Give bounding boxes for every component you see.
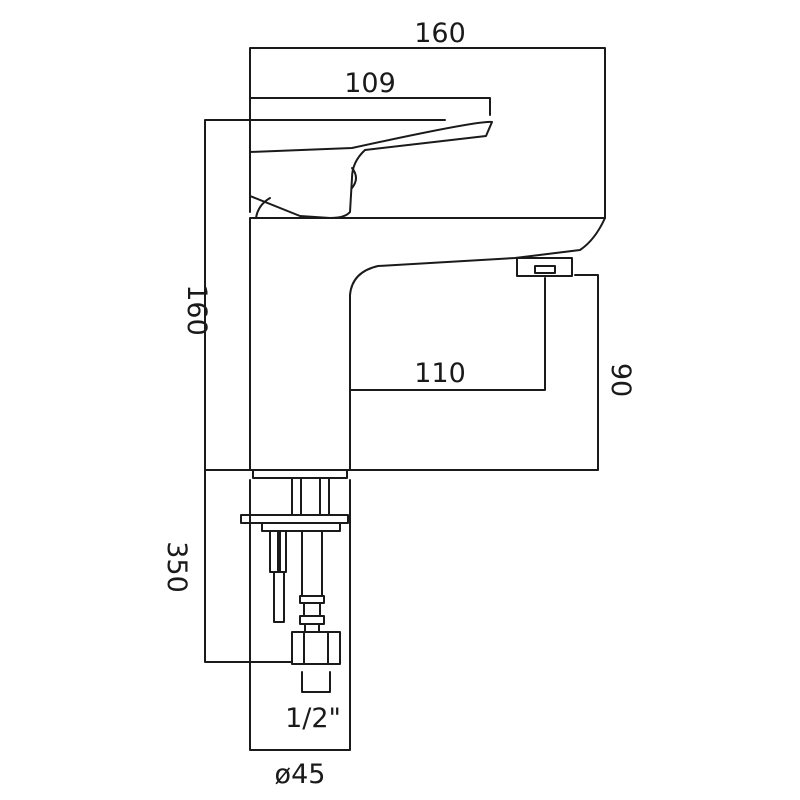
base-plate <box>252 469 348 479</box>
faucet-body <box>249 217 606 471</box>
spout-height-label: 90 <box>605 363 636 397</box>
handle-cartridge <box>255 197 271 219</box>
dim-tail-length-lines <box>204 469 293 663</box>
faucet-handle <box>249 120 493 219</box>
overall-height-label: 160 <box>181 284 212 336</box>
dim-spout-height-lines <box>349 274 599 471</box>
base-diameter-label: ø45 <box>275 759 326 790</box>
flexible-hose <box>273 530 325 633</box>
tail-length-label: 350 <box>161 541 192 593</box>
aerator <box>516 257 573 277</box>
dim-connection-lines <box>301 671 331 693</box>
spout-reach-label: 110 <box>414 358 466 389</box>
stud-rod <box>269 530 287 573</box>
overall-width-label: 160 <box>414 18 466 49</box>
handle-length-label: 109 <box>344 68 396 99</box>
threaded-studs <box>291 477 330 516</box>
dim-base-diameter-lines <box>249 479 351 751</box>
mounting-washer <box>240 514 349 532</box>
hex-nut <box>291 631 341 665</box>
dim-handle-length-lines <box>249 97 491 131</box>
connection-size-label: 1/2" <box>285 703 341 734</box>
